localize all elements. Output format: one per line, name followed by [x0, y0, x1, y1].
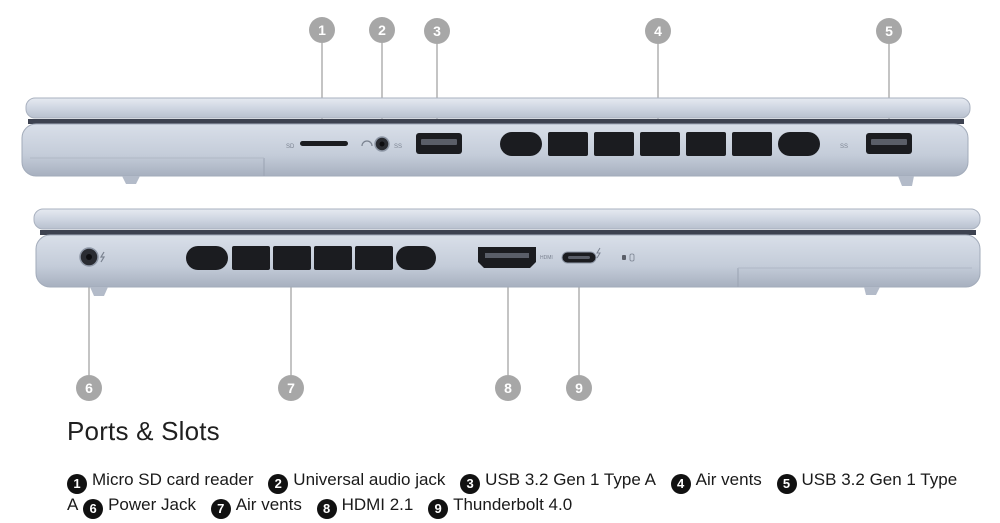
legend-label: Micro SD card reader	[92, 470, 254, 489]
legend-number: 3	[460, 474, 481, 494]
callout-2: 2	[369, 17, 395, 43]
air-vents-left	[186, 246, 436, 270]
callout-4: 4	[645, 18, 671, 44]
sd-label: SD	[286, 144, 295, 150]
callout-3: 3	[424, 18, 450, 44]
laptop-left-side: HDMI	[33, 208, 981, 296]
battery-led-icon	[629, 253, 635, 262]
headphone-icon	[361, 140, 373, 147]
hdmi-label: HDMI	[540, 255, 553, 261]
legend-label: HDMI 2.1	[341, 495, 414, 514]
legend-number: 8	[316, 499, 337, 519]
callout-9: 9	[566, 375, 592, 401]
callout-6: 6	[76, 375, 102, 401]
callout-7: 7	[278, 375, 304, 401]
legend-number: 9	[428, 499, 449, 519]
micro-sd-slot[interactable]	[300, 141, 348, 146]
legend-item: 1 Micro SD card reader	[67, 470, 254, 494]
status-led	[622, 255, 626, 260]
callout-1: 1	[309, 17, 335, 43]
callout-8: 8	[495, 375, 521, 401]
section-title: Ports & Slots	[67, 416, 220, 446]
legend-label: USB 3.2 Gen 1 Type A	[485, 470, 656, 489]
callout-5: 5	[876, 18, 902, 44]
legend-number: 2	[268, 474, 289, 494]
legend-label: Power Jack	[108, 495, 196, 514]
usb-ss-label-left: SS	[394, 144, 402, 150]
usb-ss-label-right: SS	[840, 144, 848, 150]
air-vents-right	[500, 132, 820, 156]
legend-number: 1	[67, 474, 87, 494]
legend-number: 6	[83, 499, 104, 519]
legend-label: Air vents	[695, 470, 762, 489]
laptop-right-side: SD SS SS	[21, 97, 971, 186]
legend-number: 7	[210, 499, 231, 519]
legend-label: Air vents	[235, 495, 302, 514]
legend-number: 4	[670, 474, 691, 494]
power-icon	[99, 251, 106, 263]
legend-label: Universal audio jack	[293, 470, 446, 489]
legend-label: USB 3.2 Gen 1 Type A	[67, 470, 958, 514]
legend-label: Thunderbolt 4.0	[453, 495, 573, 514]
thunderbolt-icon	[596, 247, 601, 259]
laptop-side-views: SD SS SS	[21, 43, 981, 375]
legend-number: 5	[776, 474, 797, 494]
